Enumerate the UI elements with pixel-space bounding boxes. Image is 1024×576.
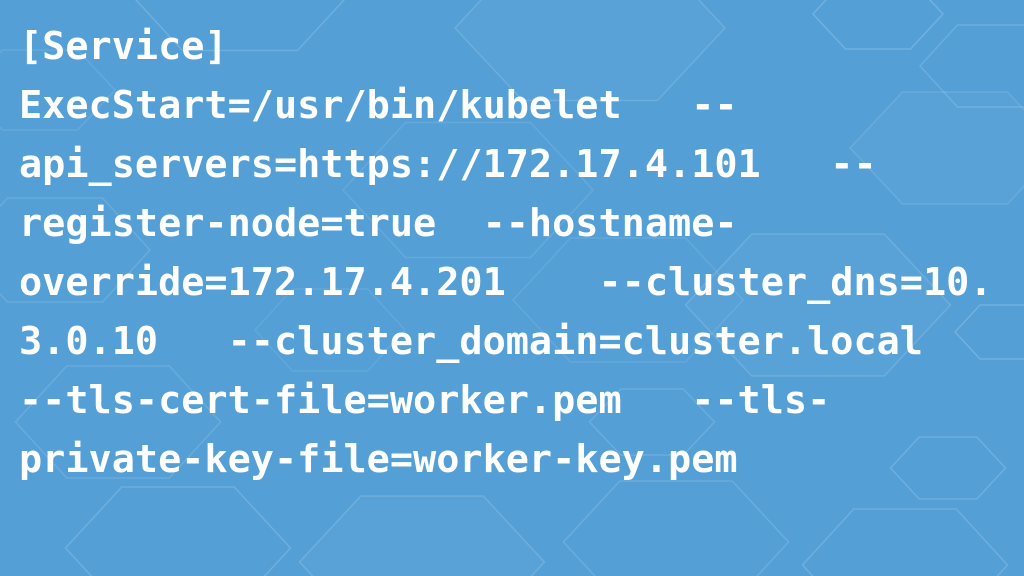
hexagon-shape [341,121,595,259]
code-line-hostname-override: override=172.17.4.201 --cluster_dns=10. [19,260,993,305]
systemd-service-config-text: [Service] ExecStart=/usr/bin/kubelet -- ap… [19,17,993,489]
hexagon-shape [0,197,152,303]
code-line-service-header: [Service] [19,24,228,69]
hexagon-shape [253,288,407,372]
hexagon-shape [511,237,745,363]
code-line-tls-cert: --tls-cert-file=worker.pem --tls- [19,378,831,423]
hexagon-shape [953,304,1024,360]
hexagon-shape [801,508,1009,576]
code-line-cluster-domain: 3.0.10 --cluster_domain=cluster.local [19,319,923,364]
hexagon-shape [453,0,727,102]
hexagon-shape [684,233,952,377]
hexagon-shape [811,0,945,50]
code-line-tls-private-key: private-key-file=worker-key.pem [19,437,738,482]
hexagon-shape [0,49,117,131]
code-line-execstart: ExecStart=/usr/bin/kubelet -- [19,83,738,128]
hexagon-shape [918,24,1024,108]
hexagon-shape [848,91,1024,205]
hexagon-shape [562,480,790,576]
hexagon-shape [14,365,222,479]
hexagon-shape [588,388,716,456]
code-line-register-node: register-node=true --hostname- [19,201,738,246]
hexagon-shape [298,495,546,576]
hexagon-shape [889,436,1007,500]
code-line-api-servers: api_servers=https://172.17.4.101 -- [19,142,877,187]
hexagon-shape [64,486,292,576]
hexagon-shape [134,0,346,52]
